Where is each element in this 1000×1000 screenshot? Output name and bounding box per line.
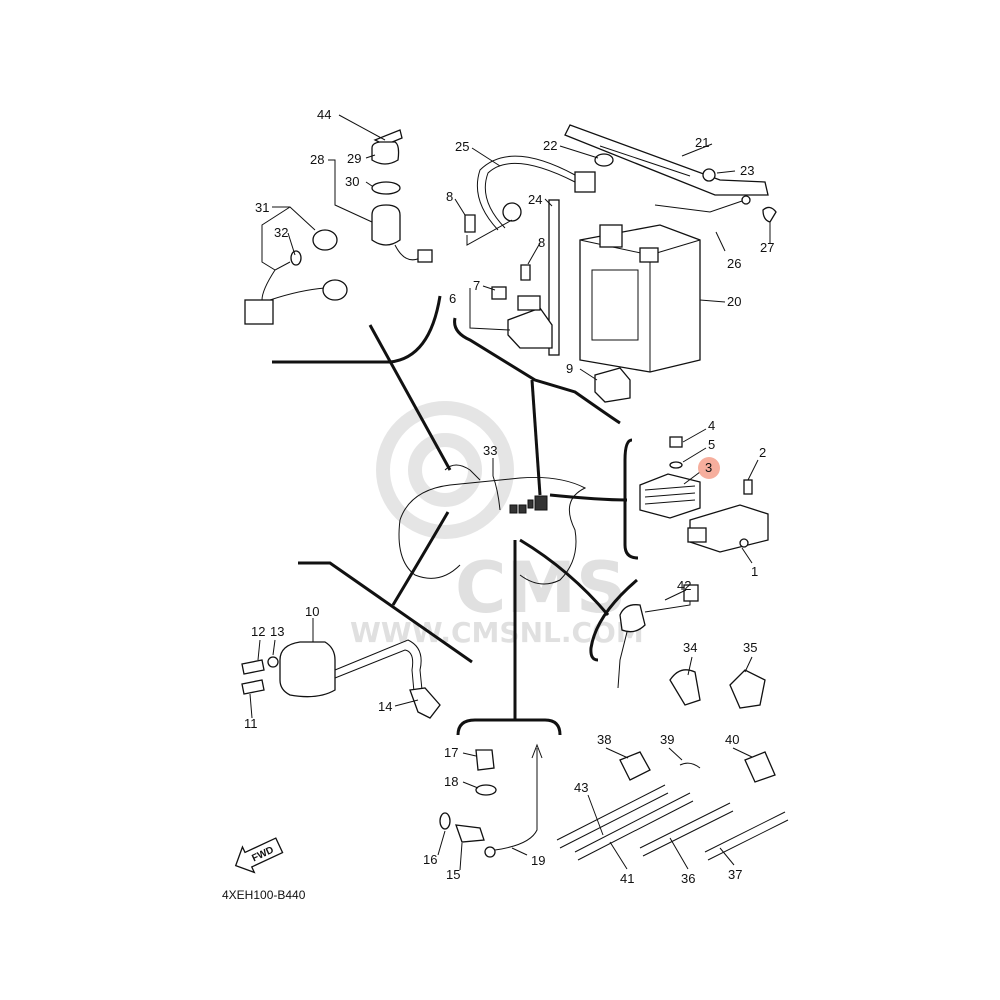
part-label-28[interactable]: 28 (310, 152, 324, 167)
part-label-43[interactable]: 43 (574, 780, 588, 795)
part-label-18[interactable]: 18 (444, 774, 458, 789)
regulator-group (639, 436, 769, 553)
part-label-6[interactable]: 6 (449, 291, 456, 306)
part-label-14[interactable]: 14 (378, 699, 392, 714)
watermark-logo: CMS (455, 547, 626, 629)
part-label-38[interactable]: 38 (597, 732, 611, 747)
part-label-33[interactable]: 33 (483, 443, 497, 458)
part-label-20[interactable]: 20 (727, 294, 741, 309)
sensor-group (439, 584, 699, 858)
part-label-42[interactable]: 42 (677, 578, 691, 593)
part-label-12[interactable]: 12 (251, 624, 265, 639)
part-label-32[interactable]: 32 (274, 225, 288, 240)
battery-group (464, 124, 777, 403)
part-label-29[interactable]: 29 (347, 151, 361, 166)
part-label-27[interactable]: 27 (760, 240, 774, 255)
clamps-group (556, 669, 789, 861)
part-label-35[interactable]: 35 (743, 640, 757, 655)
connector-lines (368, 324, 628, 720)
part-labels: 44 29 28 30 31 32 25 22 21 23 8 24 8 26 … (244, 107, 774, 886)
part-label-10[interactable]: 10 (305, 604, 319, 619)
part-label-13[interactable]: 13 (270, 624, 284, 639)
part-label-30[interactable]: 30 (345, 174, 359, 189)
part-label-7[interactable]: 7 (473, 278, 480, 293)
part-label-39[interactable]: 39 (660, 732, 674, 747)
part-label-1[interactable]: 1 (751, 564, 758, 579)
watermark: CMS WWW.CMSNL.COM (350, 401, 644, 649)
highlight-marker (698, 457, 720, 479)
part-label-15[interactable]: 15 (446, 867, 460, 882)
leader-lines (249, 114, 771, 871)
part-label-21[interactable]: 21 (695, 135, 709, 150)
part-label-5[interactable]: 5 (708, 437, 715, 452)
part-label-2[interactable]: 2 (759, 445, 766, 460)
main-switch-group (244, 129, 433, 325)
part-label-22[interactable]: 22 (543, 138, 557, 153)
part-label-4[interactable]: 4 (708, 418, 715, 433)
part-label-36[interactable]: 36 (681, 871, 695, 886)
part-label-9[interactable]: 9 (566, 361, 573, 376)
diagram-code: 4XEH100-B440 (222, 888, 306, 902)
part-label-25[interactable]: 25 (455, 139, 469, 154)
part-label-17[interactable]: 17 (444, 745, 458, 760)
part-label-8b[interactable]: 8 (538, 235, 545, 250)
part-label-3[interactable]: 3 (705, 460, 712, 475)
part-label-11[interactable]: 11 (244, 716, 258, 731)
part-label-31[interactable]: 31 (255, 200, 269, 215)
part-label-16[interactable]: 16 (423, 852, 437, 867)
part-label-19[interactable]: 19 (531, 853, 545, 868)
part-label-26[interactable]: 26 (727, 256, 741, 271)
frame-outline (398, 464, 587, 585)
part-label-34[interactable]: 34 (683, 640, 697, 655)
part-label-37[interactable]: 37 (728, 867, 742, 882)
part-label-8a[interactable]: 8 (446, 189, 453, 204)
fwd-arrow: FWD (234, 837, 284, 874)
part-label-40[interactable]: 40 (725, 732, 739, 747)
part-label-44[interactable]: 44 (317, 107, 331, 122)
ignition-coil-group (241, 639, 441, 719)
part-label-41[interactable]: 41 (620, 871, 634, 886)
part-label-23[interactable]: 23 (740, 163, 754, 178)
part-label-24[interactable]: 24 (528, 192, 542, 207)
